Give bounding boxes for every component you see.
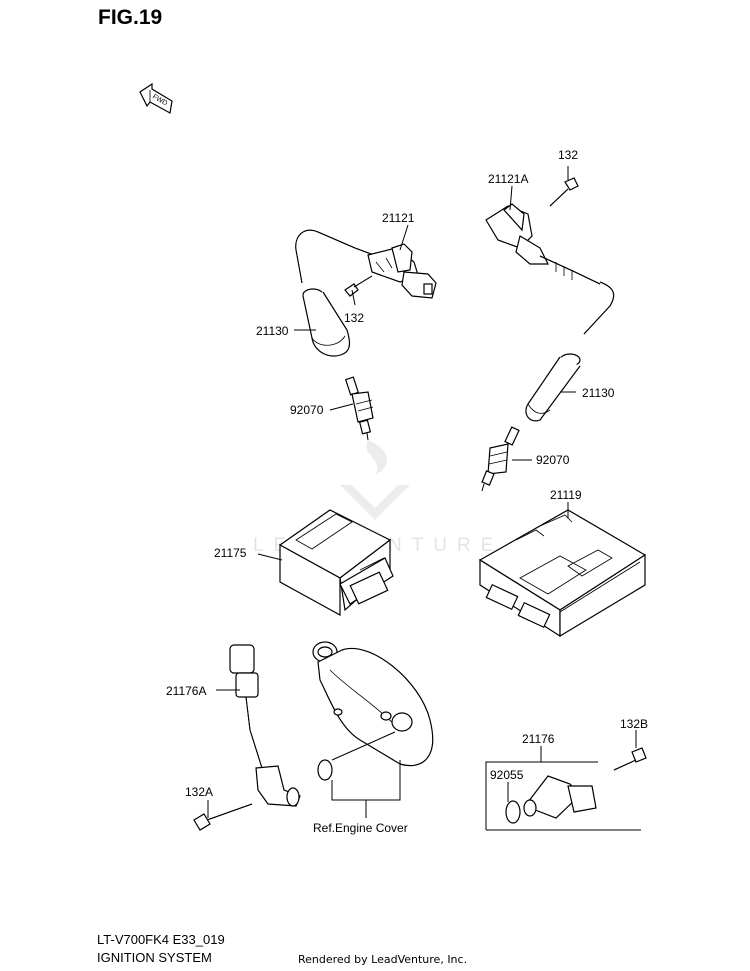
label-132-left: 132 bbox=[344, 311, 365, 325]
leader-lines bbox=[207, 166, 637, 818]
plug-cap-right bbox=[525, 353, 581, 422]
label-21119: 21119 bbox=[550, 488, 582, 502]
spark-plug-left bbox=[344, 376, 374, 441]
footer-system-name: IGNITION SYSTEM bbox=[97, 950, 212, 965]
label-21175: 21175 bbox=[214, 546, 247, 560]
footer-rendered-by: Rendered by LeadVenture, Inc. bbox=[298, 953, 468, 966]
label-21130-left: 21130 bbox=[256, 324, 289, 338]
ignition-coil-right bbox=[485, 203, 615, 335]
bolt-132b bbox=[613, 747, 647, 771]
bolt-132-left bbox=[344, 275, 373, 297]
control-unit-21175 bbox=[278, 509, 394, 617]
watermark-logo bbox=[340, 440, 410, 520]
ecm-21119 bbox=[478, 509, 647, 638]
bolt-132-right bbox=[549, 177, 579, 207]
label-92070-right: 92070 bbox=[536, 453, 570, 467]
sensor-21176a bbox=[229, 644, 301, 807]
label-92055: 92055 bbox=[490, 768, 524, 782]
ignition-coil-left bbox=[295, 229, 437, 299]
o-ring-engine-cover bbox=[317, 759, 333, 781]
label-132a: 132A bbox=[185, 785, 214, 799]
label-132-right: 132 bbox=[558, 148, 579, 162]
footer-model-code: LT-V700FK4 E33_019 bbox=[97, 932, 225, 947]
label-ref-engine-cover: Ref.Engine Cover bbox=[313, 821, 408, 835]
plug-cap-left bbox=[302, 288, 351, 357]
label-21130-right: 21130 bbox=[582, 386, 615, 400]
figure-title: FIG.19 bbox=[98, 6, 163, 29]
engine-cover bbox=[312, 641, 434, 767]
fwd-arrow-icon bbox=[139, 82, 173, 114]
sensor-21176-group bbox=[485, 761, 641, 831]
label-21176: 21176 bbox=[522, 732, 555, 746]
label-21121: 21121 bbox=[382, 211, 415, 225]
label-21176a: 21176A bbox=[166, 684, 207, 698]
label-92070-left: 92070 bbox=[290, 403, 324, 417]
label-21121a: 21121A bbox=[488, 172, 529, 186]
bolt-132a bbox=[193, 803, 253, 831]
spark-plug-right bbox=[481, 426, 520, 492]
label-132b: 132B bbox=[620, 717, 649, 731]
